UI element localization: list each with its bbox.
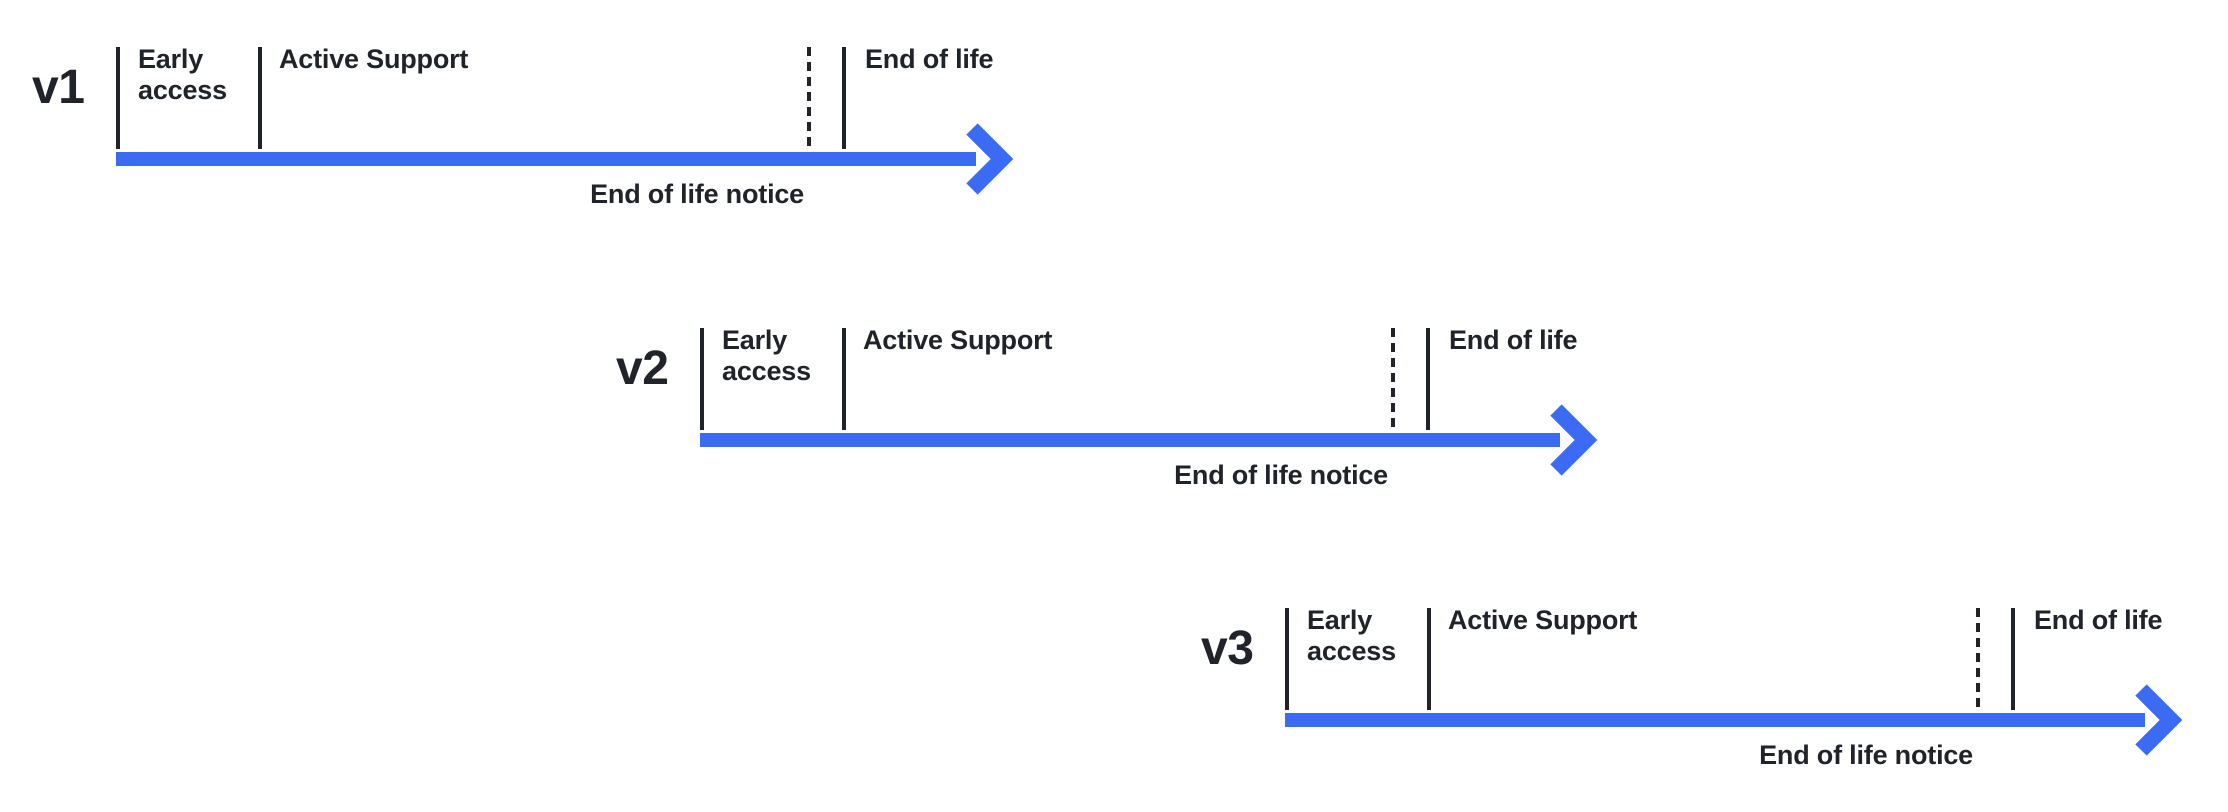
timeline-arrow-icon [116,123,1014,195]
end-of-life-label: End of life [2034,605,2163,635]
version-label: v2 [616,342,669,395]
end-of-life-tick [2011,608,2015,710]
active-support-label: Active Support [279,44,469,74]
version-label: v1 [32,61,85,114]
early-access-label: Early access [722,325,811,386]
end-of-life-notice-label: End of life notice [1174,460,1388,490]
timeline-row-v1: v1 Early access Active Support End of li… [32,44,1116,227]
early-access-label: Early access [1307,605,1396,666]
timeline-arrow-icon [1285,684,2183,756]
early-access-tick [1285,608,1289,710]
end-of-life-notice-label: End of life notice [1759,740,1973,770]
version-label: v3 [1201,622,1254,675]
active-support-label: Active Support [1448,605,1638,635]
timeline-arrow-icon [700,404,1598,476]
end-of-life-notice-dashed-line [1976,608,1980,710]
end-of-life-notice-label: End of life notice [590,179,804,209]
end-of-life-label: End of life [865,44,994,74]
early-access-tick [700,328,704,430]
end-of-life-notice-dashed-line [1391,328,1395,430]
timeline-row-v2: v2 Early access Active Support End of li… [616,325,1700,508]
end-of-life-label: End of life [1449,325,1578,355]
end-of-life-tick [842,47,846,149]
active-support-tick [842,328,846,430]
timeline-row-v3: v3 Early access Active Support End of li… [1201,605,2228,788]
active-support-label: Active Support [863,325,1053,355]
active-support-tick [1427,608,1431,710]
end-of-life-tick [1426,328,1430,430]
early-access-label: Early access [138,44,227,105]
end-of-life-notice-dashed-line [807,47,811,149]
active-support-tick [258,47,262,149]
early-access-tick [116,47,120,149]
